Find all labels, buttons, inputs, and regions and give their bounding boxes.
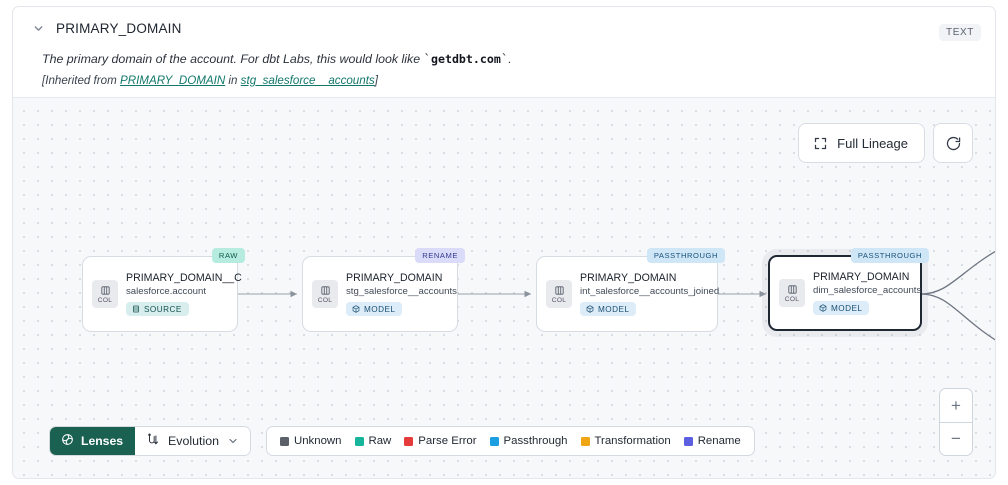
node-kind-badge: MODEL bbox=[580, 302, 637, 316]
refresh-button[interactable] bbox=[933, 123, 973, 163]
evolution-label: Evolution bbox=[168, 434, 219, 448]
column-detail-card: PRIMARY_DOMAIN TEXT The primary domain o… bbox=[12, 6, 996, 479]
inherited-middle: in bbox=[225, 74, 241, 87]
node-kind-badge: MODEL bbox=[813, 301, 870, 315]
column-icon: COL bbox=[779, 279, 805, 307]
legend-item-unknown: Unknown bbox=[280, 435, 342, 447]
node-type-tag: RAW bbox=[211, 248, 245, 263]
lineage-toolbar: Lenses Evolution Unknown bbox=[49, 426, 755, 456]
column-icon: COL bbox=[312, 280, 338, 308]
chevron-down-icon bbox=[227, 435, 239, 447]
column-badge-label: COL bbox=[97, 296, 113, 304]
legend-item-transformation: Transformation bbox=[580, 435, 671, 447]
lineage-node[interactable]: RENAME COL PRIMARY_DOMAIN stg_salesforce… bbox=[302, 248, 465, 332]
lenses-button[interactable]: Lenses bbox=[50, 427, 136, 455]
description-code: getdbt.com bbox=[431, 52, 501, 66]
legend-item-parse-error: Parse Error bbox=[404, 435, 477, 447]
legend-swatch bbox=[580, 436, 590, 446]
node-column-name: PRIMARY_DOMAIN bbox=[580, 272, 677, 284]
lineage-controls: Full Lineage bbox=[798, 123, 973, 163]
column-icon: COL bbox=[546, 280, 572, 308]
evolution-button[interactable]: Evolution bbox=[135, 427, 250, 455]
node-kind-label: SOURCE bbox=[144, 304, 182, 314]
node-column-name: PRIMARY_DOMAIN__C bbox=[126, 272, 242, 284]
inherited-model-link[interactable]: stg_salesforce__accounts bbox=[240, 74, 375, 87]
legend-label: Passthrough bbox=[503, 435, 568, 447]
node-type-tag: RENAME bbox=[415, 248, 465, 263]
node-kind-label: MODEL bbox=[831, 303, 863, 313]
legend-swatch bbox=[489, 436, 499, 446]
column-description: The primary domain of the account. For d… bbox=[42, 51, 512, 66]
node-body: PRIMARY_DOMAIN__C salesforce.account SOU… bbox=[126, 272, 242, 316]
lens-aperture-icon bbox=[61, 433, 74, 449]
lenses-group: Lenses Evolution bbox=[49, 426, 251, 456]
full-lineage-button[interactable]: Full Lineage bbox=[798, 123, 925, 163]
node-source-name: salesforce.account bbox=[126, 286, 206, 297]
page-title: PRIMARY_DOMAIN bbox=[56, 20, 182, 36]
node-source-name: dim_salesforce_accounts bbox=[813, 285, 922, 296]
description-suffix: . bbox=[508, 52, 512, 66]
inherited-suffix: ] bbox=[374, 74, 378, 87]
node-body: PRIMARY_DOMAIN int_salesforce__accounts_… bbox=[580, 272, 719, 316]
column-icon: COL bbox=[92, 280, 118, 308]
refresh-icon bbox=[945, 135, 962, 152]
node-source-name: int_salesforce__accounts_joined bbox=[580, 286, 720, 297]
legend-swatch bbox=[683, 436, 693, 446]
column-badge-label: COL bbox=[317, 296, 333, 304]
node-body: PRIMARY_DOMAIN stg_salesforce__accounts … bbox=[346, 272, 457, 316]
node-kind-badge: MODEL bbox=[346, 302, 403, 316]
node-column-name: PRIMARY_DOMAIN bbox=[346, 272, 443, 284]
column-badge-label: COL bbox=[551, 296, 567, 304]
expand-corners-icon bbox=[813, 136, 828, 151]
description-prefix: The primary domain of the account. For d… bbox=[42, 52, 424, 66]
lenses-label: Lenses bbox=[81, 434, 124, 448]
legend-item-rename: Rename bbox=[683, 435, 741, 447]
column-header: PRIMARY_DOMAIN TEXT The primary domain o… bbox=[13, 12, 995, 98]
lineage-legend: Unknown Raw Parse Error Passthrough Tran… bbox=[266, 426, 755, 456]
legend-label: Unknown bbox=[294, 435, 342, 447]
node-type-tag: PASSTHROUGH bbox=[646, 248, 725, 263]
node-source-name: stg_salesforce__accounts bbox=[346, 286, 457, 297]
legend-swatch bbox=[354, 436, 364, 446]
status-badge: TEXT bbox=[939, 24, 981, 41]
inherited-prefix: [Inherited from bbox=[42, 74, 120, 87]
legend-swatch bbox=[280, 436, 289, 446]
legend-label: Transformation bbox=[594, 435, 671, 447]
lineage-node-selected[interactable]: PASSTHROUGH COL PRIMARY_DOMAIN dim_sales… bbox=[768, 248, 929, 331]
legend-label: Parse Error bbox=[418, 435, 477, 447]
node-type-tag: PASSTHROUGH bbox=[850, 248, 929, 263]
legend-label: Raw bbox=[368, 435, 392, 447]
legend-item-raw: Raw bbox=[354, 435, 392, 447]
lineage-node[interactable]: RAW COL PRIMARY_DOMAIN__C salesforce.acc… bbox=[82, 248, 245, 332]
node-column-name: PRIMARY_DOMAIN bbox=[813, 271, 910, 283]
lineage-node[interactable]: PASSTHROUGH COL PRIMARY_DOMAIN int_sales… bbox=[536, 248, 725, 332]
full-lineage-label: Full Lineage bbox=[837, 135, 908, 151]
node-kind-badge: SOURCE bbox=[126, 302, 189, 316]
legend-swatch bbox=[404, 436, 414, 446]
legend-label: Rename bbox=[697, 435, 741, 447]
inherited-column-link[interactable]: PRIMARY_DOMAIN bbox=[119, 74, 226, 87]
column-badge-label: COL bbox=[784, 295, 800, 303]
evolution-flow-icon bbox=[146, 432, 160, 450]
lineage-canvas[interactable]: RAW COL PRIMARY_DOMAIN__C salesforce.acc… bbox=[13, 98, 995, 478]
chevron-down-icon[interactable] bbox=[30, 20, 46, 36]
node-kind-label: MODEL bbox=[364, 304, 396, 314]
node-kind-label: MODEL bbox=[598, 304, 630, 314]
zoom-out-button[interactable]: − bbox=[940, 422, 972, 455]
zoom-controls: + − bbox=[939, 388, 973, 456]
node-body: PRIMARY_DOMAIN dim_salesforce_accounts M… bbox=[813, 271, 921, 315]
zoom-in-button[interactable]: + bbox=[951, 395, 961, 415]
header-title-row: PRIMARY_DOMAIN bbox=[13, 12, 995, 44]
legend-item-passthrough: Passthrough bbox=[489, 435, 568, 447]
inherited-from-line: [Inherited from PRIMARY_DOMAIN in stg_sa… bbox=[13, 68, 995, 89]
